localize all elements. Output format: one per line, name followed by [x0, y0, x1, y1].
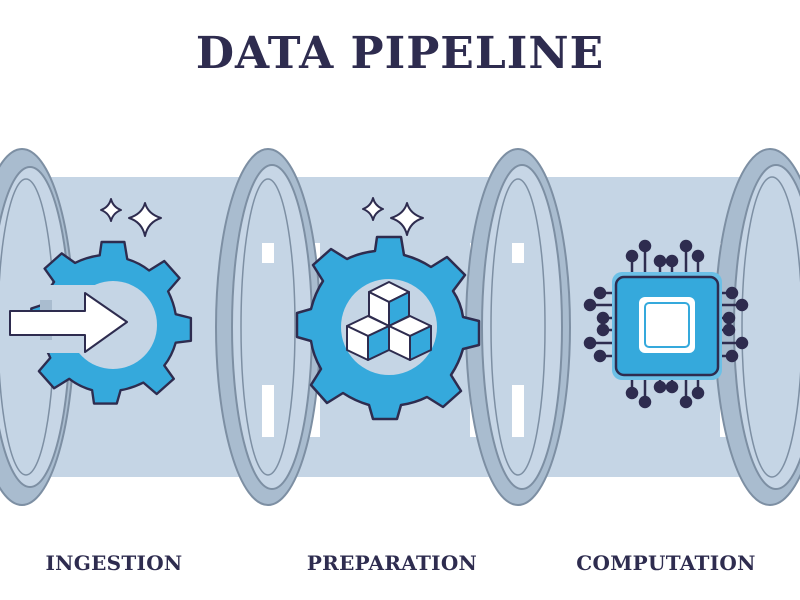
pipe-ring-4 [714, 148, 800, 506]
diagram-title: DATA PIPELINE [195, 28, 605, 79]
cpu-chip-icon [583, 239, 749, 409]
arrow-icon [9, 292, 128, 353]
cubes-icon [346, 281, 432, 361]
pipe-ring-2 [215, 148, 321, 506]
stage-label-computation: COMPUTATION [576, 551, 756, 575]
gear-with-cubes-icon [295, 235, 481, 421]
stage-label-preparation: PREPARATION [306, 551, 478, 575]
pipe-ring-3 [465, 148, 571, 506]
sparkle-icon [362, 197, 424, 236]
stage-label-ingestion: INGESTION [45, 551, 183, 575]
cpu-chip-body [612, 272, 722, 380]
sparkle-icon [100, 198, 162, 237]
